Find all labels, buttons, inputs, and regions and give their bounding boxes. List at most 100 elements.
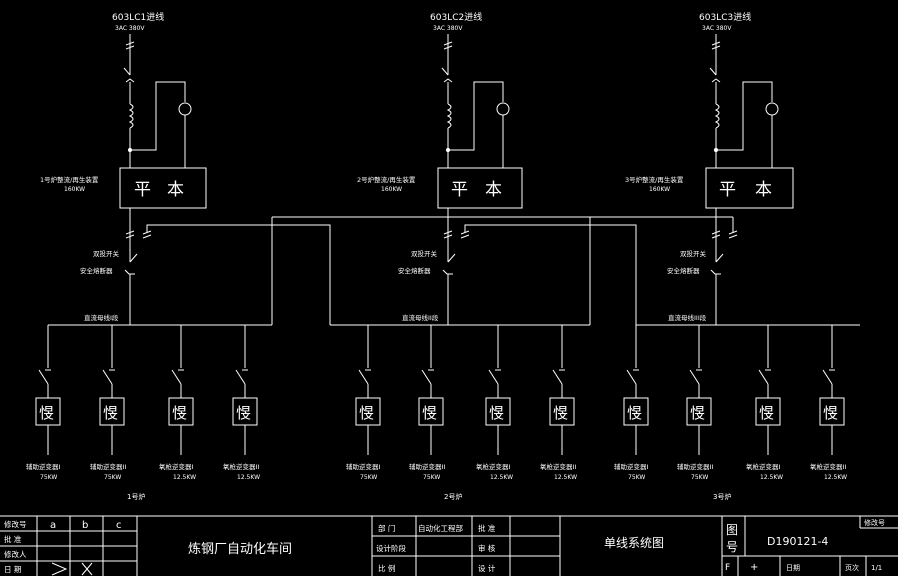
- inverter-symbol: 㥗: [172, 404, 187, 422]
- unit-1-source: 603LC1进线: [112, 11, 164, 23]
- inverter-symbol: 㥗: [103, 404, 118, 422]
- inverter-power: 12.5KW: [824, 474, 847, 481]
- unit-2-transfer-switch: [447, 253, 456, 263]
- unit-1-voltage: 3AC 380V: [115, 25, 145, 32]
- inverter-symbol: 㥗: [627, 404, 642, 422]
- unit-1-main-switch: [123, 67, 131, 76]
- tb-project-name: 炼钢厂自动化车间: [188, 541, 292, 557]
- tb-plus: +: [750, 562, 758, 573]
- tb-drawing-no-label-2: 号: [726, 540, 738, 554]
- inverter-branches: 㥗辅助逆变器I75KW㥗辅助逆变器II75KW㥗氧枪逆变器I12.5KW㥗氧枪逆…: [26, 325, 847, 481]
- unit-3-breaker-label: 双投开关: [680, 249, 707, 258]
- unit-3-meter-icon: [765, 102, 779, 116]
- tb-cross-mark: [81, 562, 93, 576]
- supply-unit-2: 603LC2进线 3AC 380V 平 本 2号炉整流/再生装置 160KW 双…: [357, 11, 523, 325]
- inverter-symbol: 㥗: [759, 404, 774, 422]
- unit-2-fuse-label: 安全熔断器: [398, 266, 431, 275]
- supply-unit-3: 603LC3进线 3AC 380V 平 本 3号炉整流/再生装置 160KW 双…: [625, 11, 794, 325]
- group-label-3: 3号炉: [713, 492, 731, 501]
- title-block: 修改号 a b c 批 准 修改人 日 期 炼钢厂自动化车间 部 门 自动化工程…: [0, 515, 898, 576]
- tb-date-label: 日 期: [4, 565, 21, 574]
- tb-sheet-value: 1/1: [871, 564, 882, 572]
- unit-2-reactor-coil: [446, 103, 452, 129]
- group-label-1: 1号炉: [127, 492, 145, 501]
- inverter-switch: [358, 369, 369, 385]
- unit-2-rect-symbol: 平: [451, 180, 468, 200]
- tb-f-label: F: [725, 563, 730, 573]
- unit-1-meter-icon: [178, 102, 192, 116]
- unit-3-bus-label: 直流母线III段: [668, 313, 707, 322]
- unit-3-source: 603LC3进线: [699, 11, 751, 23]
- unit-3-main-switch: [709, 67, 717, 76]
- tb-approve-label: 批 准: [4, 534, 22, 544]
- inverter-power: 75KW: [691, 474, 708, 481]
- unit-1-converter-box: [119, 167, 207, 209]
- tb-sheet-label: 页次: [845, 563, 859, 572]
- unit-1-reactor-coil: [128, 103, 134, 129]
- unit-1-breaker-label: 双投开关: [93, 249, 120, 258]
- inverter-switch: [626, 369, 637, 385]
- inverter-switch: [235, 369, 246, 385]
- unit-2-converter-power: 160KW: [381, 186, 402, 193]
- inverter-symbol: 㥗: [359, 404, 374, 422]
- tb-approval-label: 批 准: [478, 523, 496, 533]
- inverter-switch: [552, 369, 563, 385]
- inverter-name: 氧枪逆变器II: [810, 462, 846, 471]
- unit-3-rect-symbol: 平: [719, 180, 736, 200]
- tb-review-label: 审 核: [478, 543, 496, 553]
- unit-3-inv-symbol: 本: [755, 180, 772, 200]
- inverter-name: 氧枪逆变器I: [159, 462, 194, 471]
- unit-1-rect-symbol: 平: [134, 180, 151, 200]
- tb-dept-label: 部 门: [378, 523, 395, 533]
- inverter-power: 75KW: [423, 474, 440, 481]
- unit-2-converter-label: 2号炉整流/再生装置: [357, 175, 416, 184]
- inverter-symbol: 㥗: [690, 404, 705, 422]
- inverter-switch: [689, 369, 700, 385]
- unit-1-fuse-mark: [125, 41, 135, 50]
- unit-2-voltage: 3AC 380V: [433, 25, 463, 32]
- tb-drawing-no-label-1: 图: [726, 523, 738, 537]
- inverter-switch: [171, 369, 182, 385]
- inverter-power: 75KW: [360, 474, 377, 481]
- unit-3-voltage: 3AC 380V: [702, 25, 732, 32]
- inverter-switch: [421, 369, 432, 385]
- tb-drawing-no: D190121-4: [767, 535, 828, 548]
- unit-3-transfer-switch: [715, 253, 724, 263]
- tb-design-stage-label: 设计阶段: [376, 543, 406, 553]
- inverter-name: 氧枪逆变器II: [223, 462, 259, 471]
- inverter-switch: [38, 369, 49, 385]
- unit-1-bus-label: 直流母线I段: [84, 313, 119, 322]
- unit-1-converter-power: 160KW: [64, 186, 85, 193]
- inverter-symbol: 㥗: [489, 404, 504, 422]
- inverter-symbol: 㥗: [553, 404, 568, 422]
- inverter-power: 75KW: [104, 474, 121, 481]
- inverter-name: 辅助逆变器I: [26, 462, 61, 471]
- unit-3-reactor-coil: [714, 103, 720, 129]
- inverter-name: 辅助逆变器II: [677, 462, 713, 471]
- tb-col-a: a: [50, 520, 56, 531]
- inverter-switch: [488, 369, 499, 385]
- tb-col-c: c: [116, 520, 122, 531]
- inverter-switch: [758, 369, 769, 385]
- tb-modifier-label: 修改人: [4, 549, 27, 559]
- inverter-switch: [822, 369, 833, 385]
- tb-rev-no-label: 修改号: [864, 518, 885, 527]
- supply-unit-1: 603LC1进线 3AC 380V 平 本 1号炉整流/再生装置 160KW 双…: [40, 11, 207, 325]
- inverter-power: 75KW: [628, 474, 645, 481]
- dc-bus: [47, 324, 860, 350]
- inverter-power: 75KW: [40, 474, 57, 481]
- inverter-switch: [102, 369, 113, 385]
- unit-2-converter-box: [437, 167, 523, 209]
